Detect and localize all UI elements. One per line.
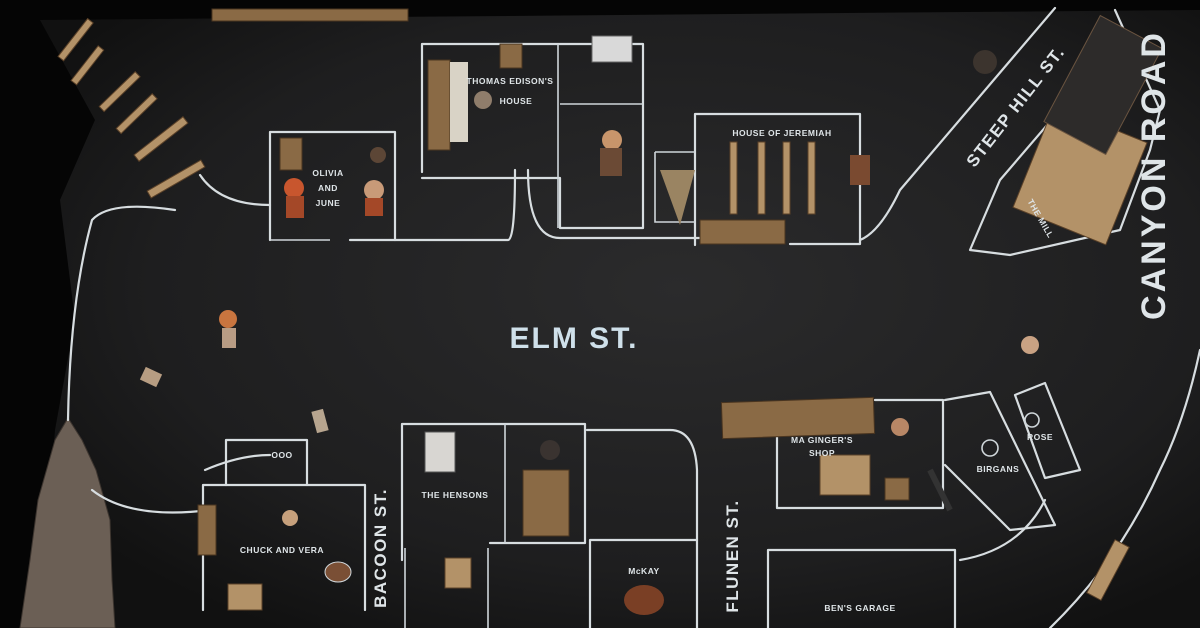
label-chuck-vera: CHUCK AND VERA xyxy=(240,545,324,555)
stage-floor xyxy=(40,10,1200,628)
building-chuck-vera: OOO CHUCK AND VERA xyxy=(197,438,367,612)
label-rose: ROSE xyxy=(1027,432,1053,442)
pier-planks xyxy=(57,17,206,199)
label-june: JUNE xyxy=(316,198,341,208)
road-chalk-lines xyxy=(66,6,1200,628)
label-ma-ginger-line2: SHOP xyxy=(809,448,835,458)
building-mckay: McKAY xyxy=(588,538,699,628)
street-flunen: FLUNEN ST. xyxy=(723,499,742,612)
street-bacoon: BACOON ST. xyxy=(371,488,390,608)
label-thomas-edison-line2: HOUSE xyxy=(500,96,533,106)
label-birgans: BIRGANS xyxy=(977,464,1020,474)
label-ooo: OOO xyxy=(271,450,292,460)
label-thomas-edison-line1: THOMAS EDISON'S xyxy=(467,76,554,86)
building-bens-garage: BEN'S GARAGE xyxy=(766,548,957,628)
label-mckay: McKAY xyxy=(628,566,659,576)
label-ma-ginger-line1: MA GINGER'S xyxy=(791,435,853,445)
building-jeremiah: HOUSE OF JEREMIAH xyxy=(654,112,870,247)
label-hensons: THE HENSONS xyxy=(422,490,489,500)
label-bens-garage: BEN'S GARAGE xyxy=(824,603,895,613)
building-thomas-edison: THOMAS EDISON'S HOUSE xyxy=(420,35,645,230)
building-olivia-june: OLIVIA AND JUNE xyxy=(268,130,397,242)
street-canyon-road: CANYON ROAD xyxy=(1135,30,1173,320)
building-ma-ginger: MA GINGER'S SHOP xyxy=(720,396,953,512)
label-olivia: OLIVIA xyxy=(312,168,343,178)
rock-outcrop xyxy=(19,417,116,628)
label-jeremiah: HOUSE OF JEREMIAH xyxy=(732,128,831,138)
building-old-mill: THE MILL xyxy=(968,8,1163,257)
label-and: AND xyxy=(318,183,338,193)
street-elm: ELM ST. xyxy=(509,322,638,355)
building-hensons: THE HENSONS xyxy=(400,422,587,562)
street-figures xyxy=(139,310,1130,601)
small-plots-right: BIRGANS ROSE xyxy=(943,381,1082,532)
top-beam xyxy=(211,8,409,22)
bottom-lots xyxy=(404,548,489,628)
